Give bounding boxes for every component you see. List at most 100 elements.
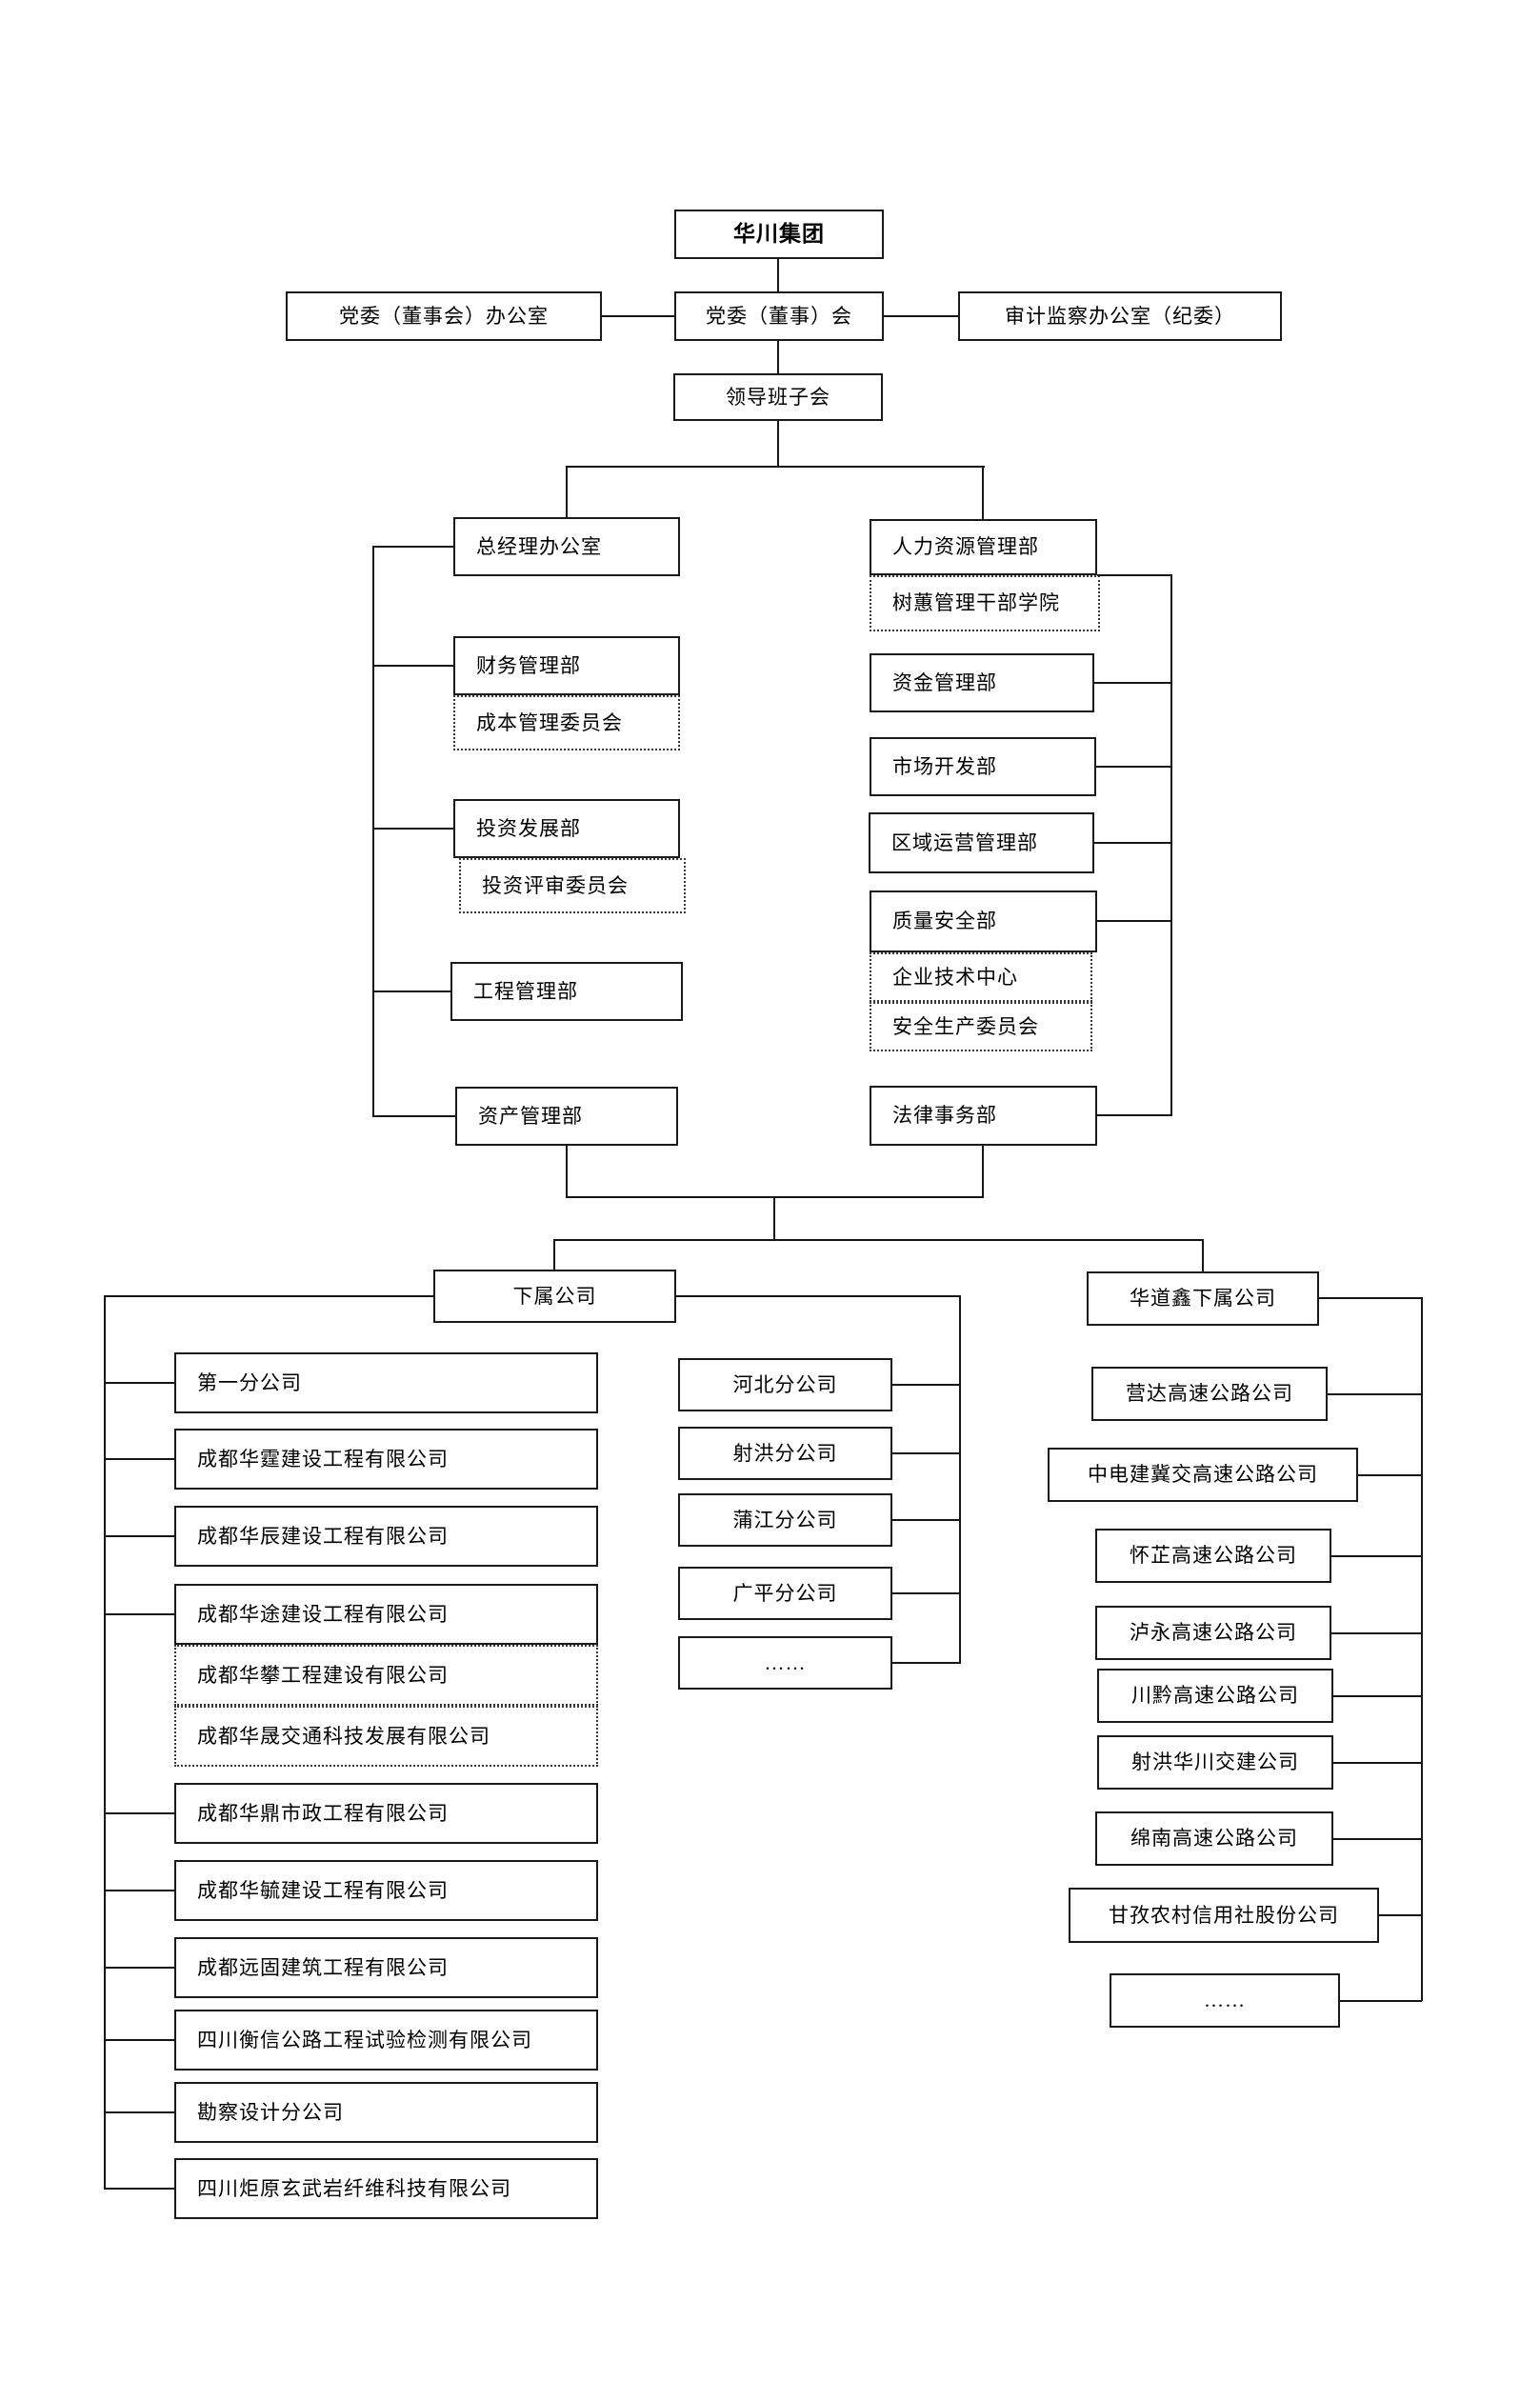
- node-subsidiary-company: 成都华鼎市政工程有限公司: [174, 1783, 598, 1844]
- node-quality-safety-dept: 质量安全部: [870, 890, 1097, 952]
- node-subsidiary-company: 成都华途建设工程有限公司: [174, 1584, 598, 1645]
- node-huadaoxin-company: 怀芷高速公路公司: [1095, 1529, 1331, 1583]
- connector-line: [104, 2111, 174, 2113]
- connector-line: [104, 1382, 174, 1384]
- node-subsidiary-company: 成都华辰建设工程有限公司: [174, 1506, 598, 1567]
- connector-line: [104, 1812, 174, 1814]
- node-asset-dept: 资产管理部: [455, 1087, 678, 1146]
- connector-line: [553, 1239, 555, 1270]
- connector-line: [892, 1519, 961, 1521]
- connector-line: [1202, 1239, 1204, 1271]
- connector-line: [892, 1452, 961, 1454]
- connector-line: [1333, 1695, 1422, 1697]
- connector-line: [566, 466, 568, 517]
- node-huadaoxin-ellipsis: ……: [1110, 1973, 1340, 2028]
- connector-line: [1328, 1393, 1422, 1395]
- node-subsidiary-company: 四川衡信公路工程试验检测有限公司: [174, 2010, 598, 2071]
- connector-line: [1094, 842, 1172, 844]
- connector-line: [104, 1890, 174, 1891]
- connector-line: [773, 1196, 775, 1241]
- node-subsidiary-company: 成都华毓建设工程有限公司: [174, 1860, 598, 1921]
- connector-line: [372, 828, 453, 830]
- connector-line: [372, 665, 453, 667]
- node-subsidiary-company: 勘察设计分公司: [174, 2082, 598, 2143]
- connector-line: [372, 990, 450, 992]
- node-finance-dept: 财务管理部: [453, 636, 680, 695]
- connector-line: [1319, 1297, 1422, 1299]
- node-legal-dept: 法律事务部: [870, 1086, 1097, 1146]
- node-branch-company: 广平分公司: [678, 1567, 892, 1620]
- connector-line: [104, 1458, 174, 1460]
- connector-line: [1097, 574, 1172, 576]
- node-gm-office: 总经理办公室: [453, 517, 680, 576]
- connector-line: [372, 546, 374, 1117]
- connector-line: [892, 1662, 961, 1664]
- node-group-huachuan: 华川集团: [674, 210, 884, 259]
- node-subsidiary-company: 成都远固建筑工程有限公司: [174, 1937, 598, 1998]
- node-huadaoxin-company: 甘孜农村信用社股份公司: [1069, 1888, 1379, 1943]
- node-branch-company: 河北分公司: [678, 1358, 892, 1411]
- node-leadership-meeting: 领导班子会: [673, 373, 883, 421]
- node-huadaoxin-company: 川黔高速公路公司: [1097, 1669, 1333, 1723]
- node-branch-ellipsis: ……: [678, 1636, 892, 1690]
- node-party-office: 党委（董事会）办公室: [286, 291, 602, 341]
- node-huadaoxin-company: 绵南高速公路公司: [1095, 1811, 1333, 1866]
- node-subsidiary-company: 成都华晟交通科技发展有限公司: [174, 1706, 598, 1767]
- connector-line: [553, 1239, 1204, 1241]
- node-huadaoxin-company: 营达高速公路公司: [1091, 1367, 1328, 1421]
- connector-line: [104, 1295, 106, 2189]
- connector-line: [1421, 1297, 1423, 2001]
- connector-line: [1333, 1762, 1422, 1764]
- connector-line: [892, 1592, 961, 1594]
- connector-line: [372, 1115, 455, 1117]
- connector-line: [1333, 1838, 1422, 1840]
- node-investment-dept: 投资发展部: [453, 799, 680, 858]
- node-hr-dept: 人力资源管理部: [870, 519, 1097, 575]
- connector-line: [566, 1146, 568, 1198]
- connector-line: [1170, 574, 1172, 1116]
- connector-line: [777, 341, 779, 373]
- node-shuhui-academy: 树蕙管理干部学院: [870, 575, 1100, 631]
- node-subsidiaries-header: 下属公司: [433, 1270, 676, 1323]
- connector-line: [676, 1295, 960, 1297]
- node-subsidiary-company: 第一分公司: [174, 1352, 598, 1413]
- node-huadaoxin-company: 射洪华川交建公司: [1097, 1735, 1333, 1790]
- node-cost-committee: 成本管理委员会: [453, 695, 680, 750]
- connector-line: [1340, 2000, 1422, 2002]
- node-party-board: 党委（董事）会: [674, 291, 884, 341]
- node-investment-review-committee: 投资评审委员会: [459, 858, 686, 913]
- node-fund-dept: 资金管理部: [870, 653, 1094, 712]
- connector-line: [372, 546, 453, 548]
- node-market-dept: 市场开发部: [870, 737, 1096, 796]
- connector-line: [1097, 1114, 1172, 1116]
- node-branch-company: 射洪分公司: [678, 1427, 892, 1480]
- connector-line: [105, 1295, 433, 1297]
- connector-line: [892, 1384, 961, 1386]
- node-subsidiary-company: 成都华攀工程建设有限公司: [174, 1645, 598, 1706]
- connector-line: [1379, 1914, 1422, 1916]
- connector-line: [982, 466, 984, 519]
- connector-line: [1094, 682, 1172, 684]
- connector-line: [1358, 1474, 1422, 1476]
- node-engineering-dept: 工程管理部: [450, 962, 683, 1021]
- connector-line: [104, 2039, 174, 2041]
- node-huadaoxin-company: 泸永高速公路公司: [1095, 1606, 1331, 1660]
- connector-line: [777, 259, 779, 291]
- connector-line: [1097, 920, 1172, 922]
- node-huadaoxin-company: 中电建冀交高速公路公司: [1048, 1448, 1358, 1502]
- node-huadaoxin-header: 华道鑫下属公司: [1087, 1271, 1319, 1326]
- connector-line: [104, 1967, 174, 1969]
- node-branch-company: 蒲江分公司: [678, 1493, 892, 1547]
- node-safety-production-committee: 安全生产委员会: [870, 1002, 1092, 1051]
- connector-line: [566, 466, 985, 468]
- node-audit-office: 审计监察办公室（纪委）: [958, 291, 1282, 341]
- connector-line: [602, 315, 674, 317]
- connector-line: [777, 421, 779, 468]
- connector-line: [104, 1613, 174, 1615]
- connector-line: [982, 1146, 984, 1198]
- connector-line: [959, 1295, 961, 1663]
- node-subsidiary-company: 成都华霆建设工程有限公司: [174, 1429, 598, 1490]
- node-enterprise-tech-center: 企业技术中心: [870, 952, 1092, 1002]
- connector-line: [1331, 1632, 1422, 1634]
